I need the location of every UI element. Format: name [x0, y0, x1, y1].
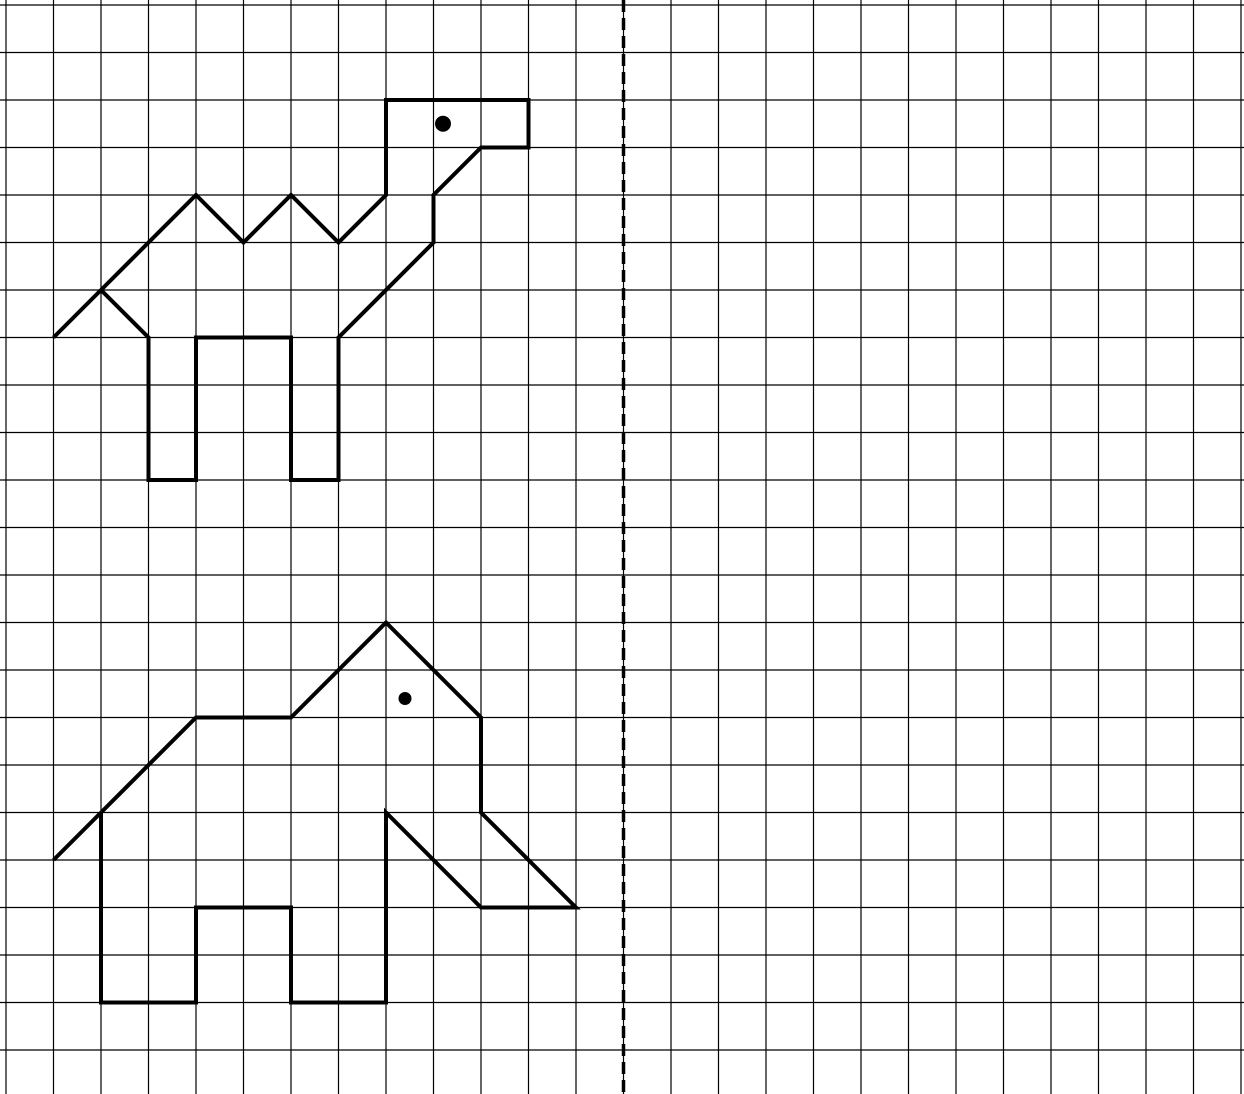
camel-eye-dot — [435, 116, 451, 132]
animal-eye-dot — [399, 692, 412, 705]
